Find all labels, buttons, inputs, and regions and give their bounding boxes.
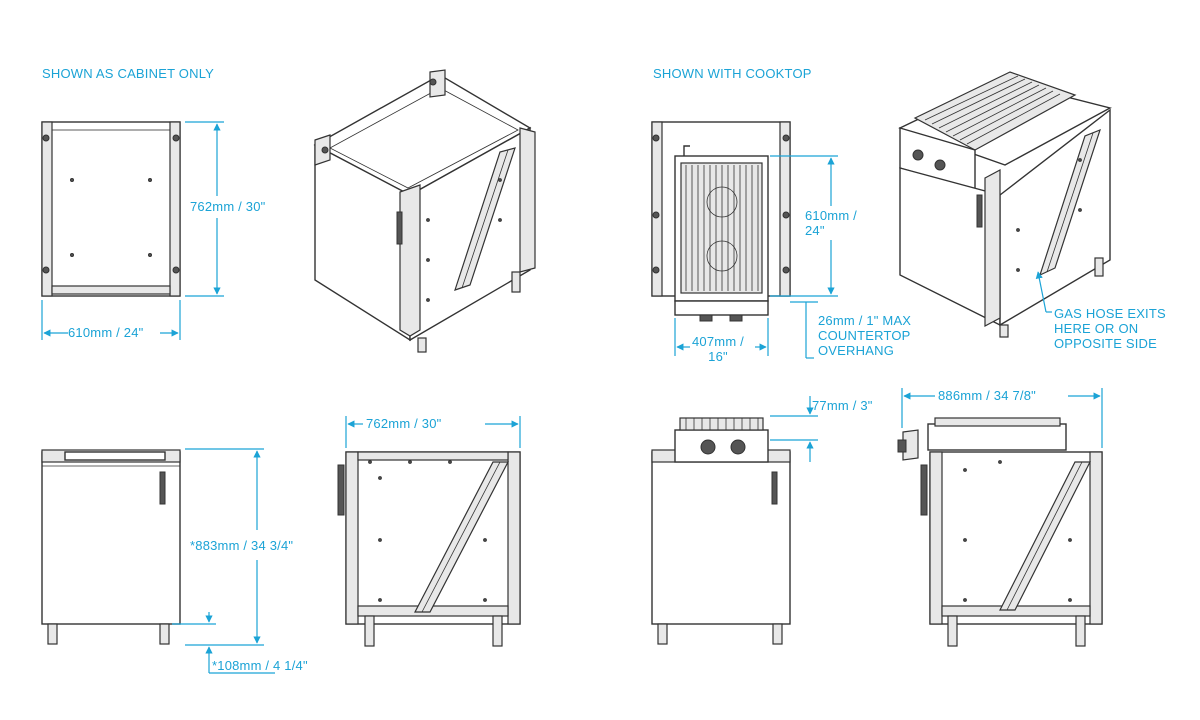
dim-cooktop-top-depth xyxy=(770,155,838,297)
cooktop-top-view xyxy=(651,121,791,322)
label-cooktop-top-depth: 610mm / 24" xyxy=(805,208,857,238)
label-side-width: 762mm / 30" xyxy=(366,416,442,431)
heading-cabinet-only: SHOWN AS CABINET ONLY xyxy=(42,66,215,81)
dim-cooktop-height xyxy=(770,396,818,462)
label-countertop-overhang: 26mm / 1" MAX COUNTERTOP OVERHANG xyxy=(818,313,912,358)
dim-side-width xyxy=(345,416,521,448)
dim-countertop-overhang xyxy=(790,301,818,359)
dim-cab-top-width xyxy=(41,300,181,340)
dim-cooktop-side-width xyxy=(901,388,1103,448)
label-gas-hose-note: GAS HOSE EXITS HERE OR ON OPPOSITE SIDE xyxy=(1054,306,1166,351)
dim-cab-top-height xyxy=(185,121,224,297)
cooktop-isometric xyxy=(898,71,1112,338)
gas-hose-leader xyxy=(1035,271,1052,313)
label-cooktop-side-width: 886mm / 34 7/8" xyxy=(938,388,1036,403)
label-cab-top-height: 762mm / 30" xyxy=(190,199,266,214)
label-cooktop-height: 77mm / 3" xyxy=(812,398,873,413)
dim-leg-height xyxy=(172,612,275,674)
label-cooktop-cutout-width: 407mm / 16" xyxy=(692,334,744,364)
label-cab-top-width: 610mm / 24" xyxy=(68,325,144,340)
dim-front-height xyxy=(185,448,264,646)
cabinet-isometric xyxy=(313,69,536,353)
dim-cooktop-cutout-width xyxy=(674,318,769,356)
cabinet-side-view xyxy=(337,451,521,647)
cooktop-front-view xyxy=(651,417,791,645)
label-leg-height: *108mm / 4 1/4" xyxy=(212,658,308,673)
heading-with-cooktop: SHOWN WITH COOKTOP xyxy=(653,66,812,81)
cooktop-side-view xyxy=(897,417,1103,647)
label-front-height: *883mm / 34 3/4" xyxy=(190,538,294,553)
cabinet-front-view xyxy=(41,449,181,645)
cabinet-top-view xyxy=(41,121,181,297)
